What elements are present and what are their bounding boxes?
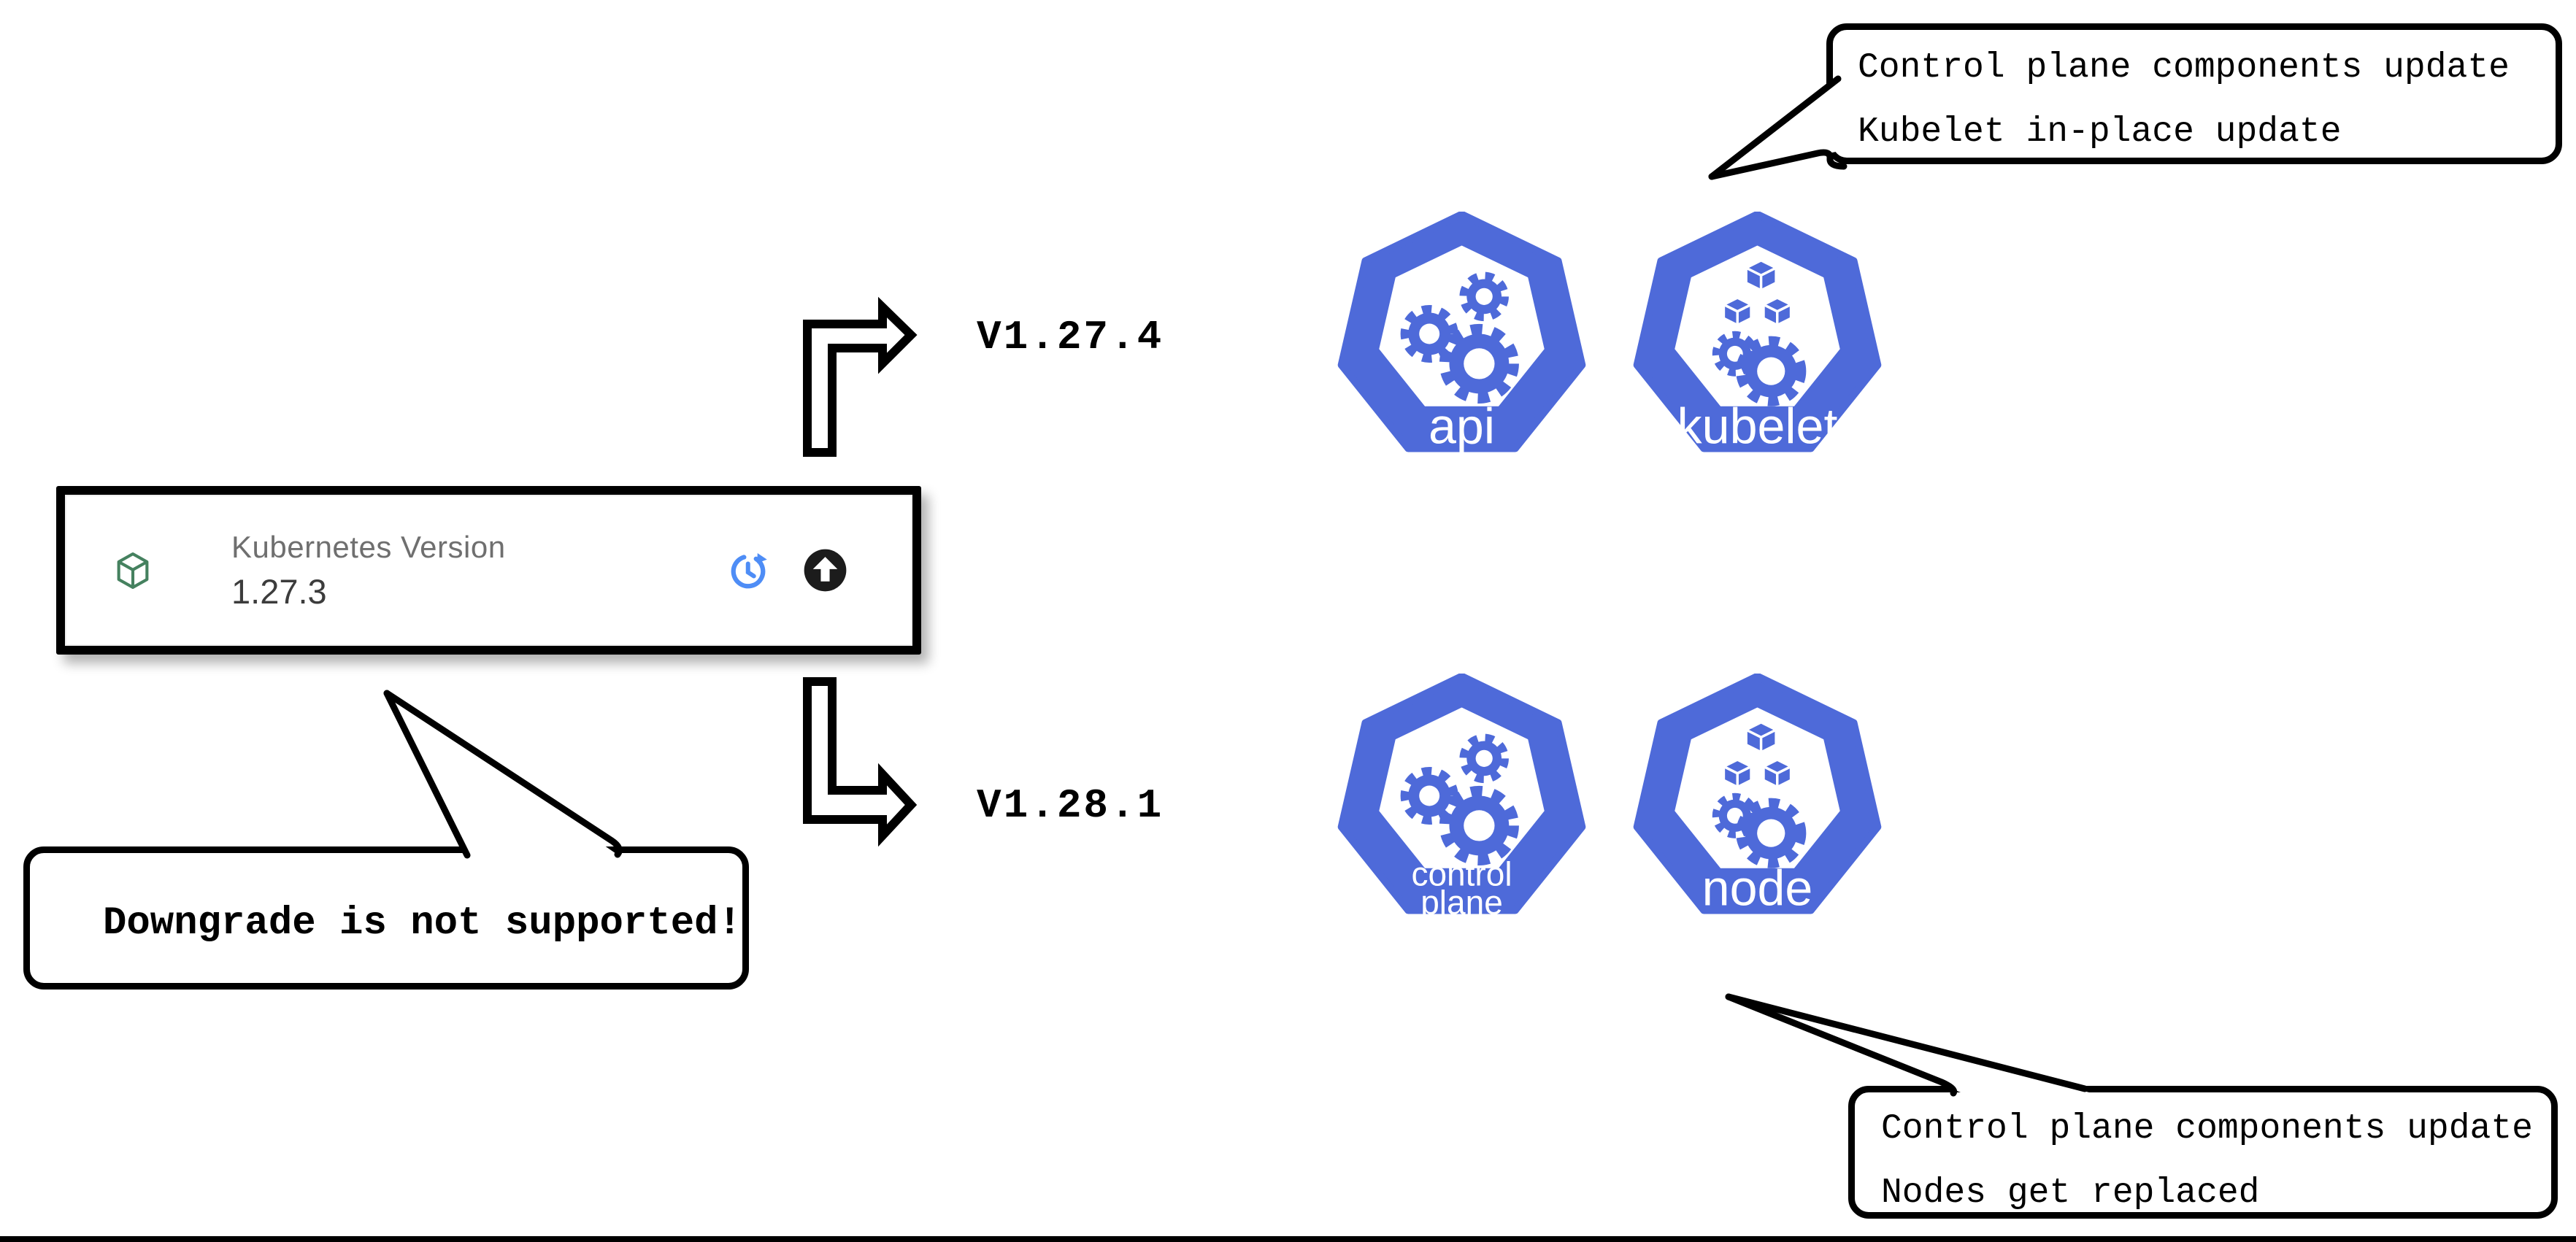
callout-patch-upgrade: Control plane components update Kubelet … [1826,23,2562,164]
callout-minor-line1: Control plane components update [1881,1109,2533,1149]
callout-minor-line2: Nodes get replaced [1881,1173,2260,1213]
bottom-divider [0,1236,2576,1242]
api-icon-label: api [1429,399,1495,455]
version-card-label: Kubernetes Version [231,529,506,564]
k8s-control-plane-icon: control plane [1337,674,1586,918]
version-card-actions [726,547,848,593]
minor-version-label: V1.28.1 [977,782,1164,829]
version-card-value: 1.27.3 [231,571,327,611]
upgrade-arrow-icon[interactable] [802,547,848,593]
kubelet-icon-label: kubelet [1677,399,1838,455]
downgrade-warning-text: Downgrade is not supported! [103,900,742,946]
version-text-block: Kubernetes Version 1.27.3 [231,529,506,612]
callout-minor-upgrade: Control plane components update Nodes ge… [1848,1086,2558,1219]
node-icon-label: node [1702,861,1813,917]
callout-patch-tail [1708,75,1848,180]
patch-version-label: V1.27.4 [977,314,1164,360]
control-plane-icon-label-2: plane [1420,883,1503,918]
kubernetes-version-card: Kubernetes Version 1.27.3 [56,486,921,655]
arrow-up-right [803,296,918,457]
callout-downgrade-warning: Downgrade is not supported! [23,846,749,990]
control-plane-icon-label-1: control [1411,855,1512,892]
k8s-node-icon: node [1633,674,1882,917]
k8s-kubelet-icon: kubelet [1633,212,1882,455]
update-history-icon[interactable] [726,549,770,593]
arrow-down-right [803,677,918,847]
callout-downgrade-tail [383,690,623,859]
package-cube-icon [117,552,149,589]
k8s-api-icon: api [1337,212,1586,455]
callout-minor-tail [1725,993,2089,1097]
callout-patch-line2: Kubelet in-place update [1858,112,2342,152]
callout-patch-line1: Control plane components update [1858,48,2510,88]
